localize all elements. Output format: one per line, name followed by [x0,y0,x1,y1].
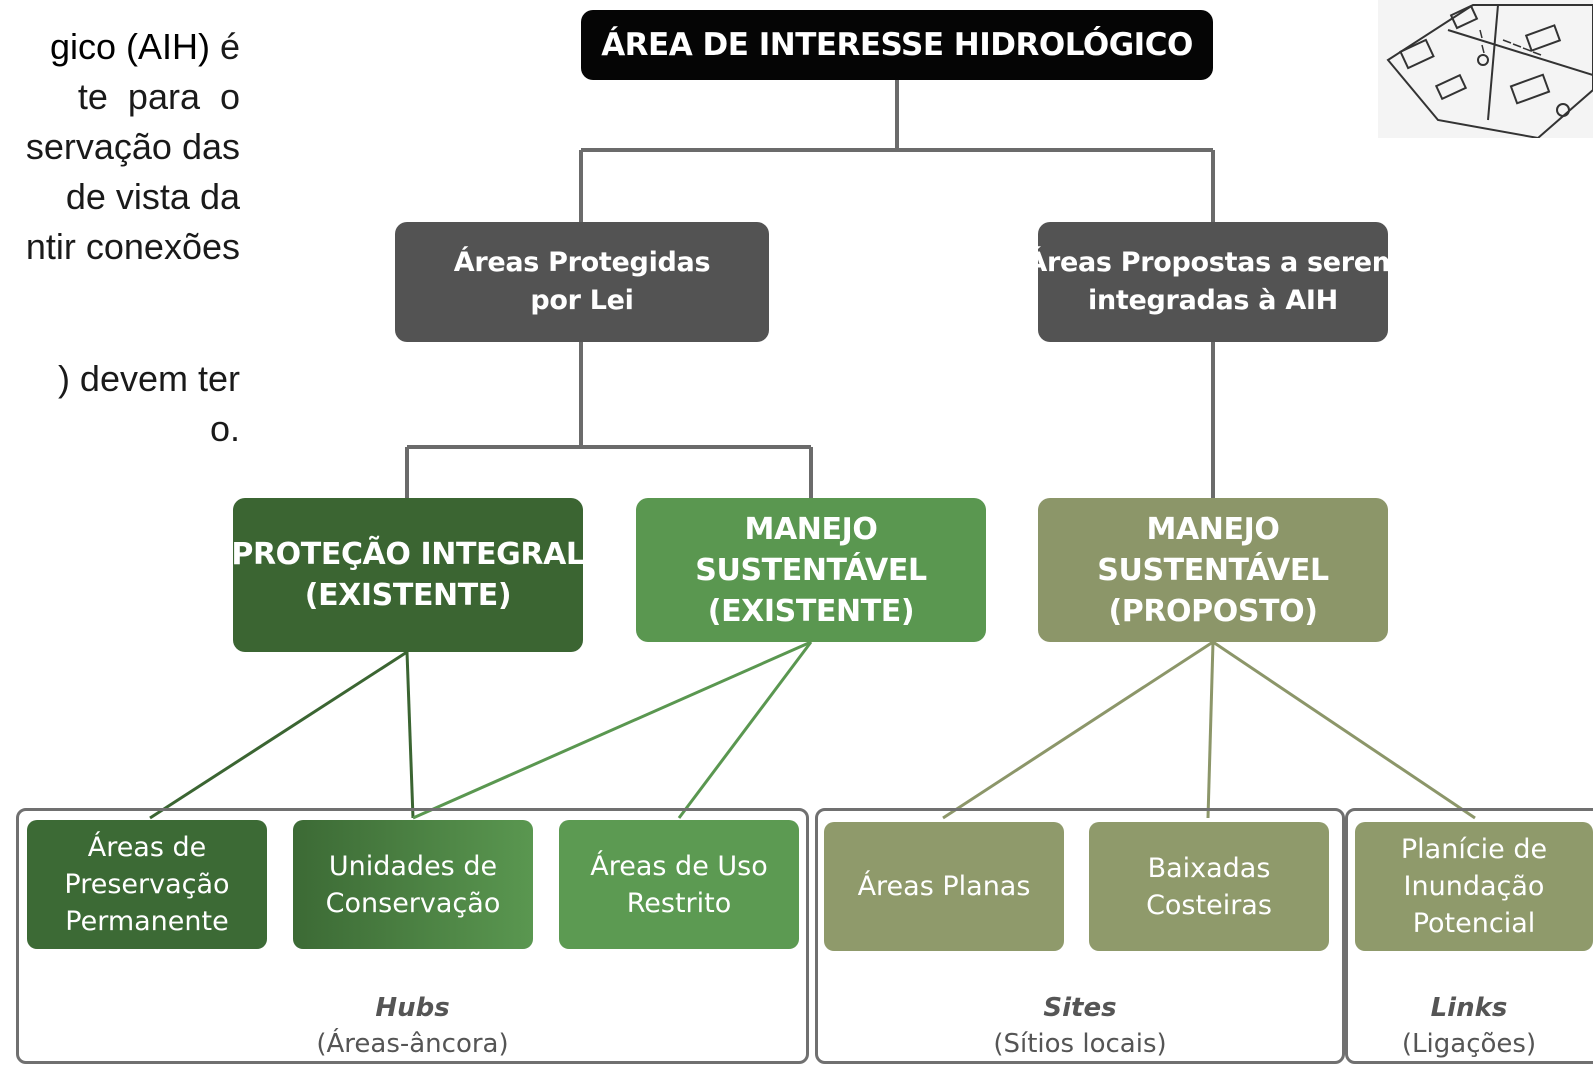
side-line: gico (AIH) é [49,26,240,67]
side-line: te para o [77,76,240,117]
side-line: de vista da [65,176,240,217]
side-paragraph: gico (AIH) é te para o servação das de v… [0,22,240,454]
leaf-label: Conservação [325,887,501,919]
group-hubs-frame [16,808,809,1064]
root-node: ÁREA DE INTERESSE HIDROLÓGICO [581,10,1213,80]
group-sites-label: Sites (Sítios locais) [815,990,1345,1062]
leaf-label: Áreas de Uso [590,850,768,882]
leaf-label: Unidades de [328,850,498,882]
node-label: (PROPOSTO) [1108,593,1318,629]
connector-pi-app [149,650,408,820]
side-line: servação das [25,126,240,167]
leaf-areas-preservacao-permanente: Áreas de Preservação Permanente [27,820,267,949]
leaf-label: Permanente [65,906,229,937]
leaf-label: Restrito [626,887,732,919]
node-label: (EXISTENTE) [304,578,512,613]
node-label: PROTEÇÃO INTEGRAL [231,537,585,572]
node-manejo-existente: MANEJO SUSTENTÁVEL (EXISTENTE) [636,498,986,642]
connector-protegidas [405,340,813,498]
leaf-areas-uso-restrito: Áreas de Uso Restrito [559,820,799,949]
node-label: (EXISTENTE) [707,593,915,629]
connector-pi-uc [405,651,415,819]
leaf-areas-planas: Áreas Planas [824,822,1064,951]
connector-ms-uc [412,640,812,820]
leaf-label: Planície de [1400,834,1548,865]
group-links-frame [1345,808,1593,1064]
node-label: MANEJO [744,511,878,547]
node-label: integradas à AIH [1088,285,1338,316]
connector-msp-planicie [1212,640,1476,820]
group-name: Sites [1043,993,1117,1023]
node-label: por Lei [530,285,634,316]
group-sites-frame [815,808,1345,1064]
node-label: Áreas Protegidas [453,247,711,278]
leaf-label: Áreas de [87,832,207,863]
connector-msp-planas [942,640,1214,820]
group-sub: (Sítios locais) [993,1029,1167,1059]
connector-root [579,80,1215,222]
node-label: Áreas Propostas a serem [1026,247,1400,278]
leaf-label: Preservação [64,869,230,900]
leaf-planicie-inundacao: Planície de Inundação Potencial [1355,822,1593,951]
node-areas-protegidas: Áreas Protegidas por Lei [395,222,769,342]
node-label: SUSTENTÁVEL [695,552,927,588]
leaf-label: Inundação [1403,871,1545,902]
connector-ms-aur [677,641,813,819]
city-street-sketch-icon [1378,0,1593,138]
node-label: MANEJO [1146,511,1280,547]
leaf-label: Potencial [1412,908,1536,939]
leaf-label: Baixadas [1147,852,1271,884]
root-label: ÁREA DE INTERESSE HIDROLÓGICO [601,27,1193,63]
node-manejo-proposto: MANEJO SUSTENTÁVEL (PROPOSTO) [1038,498,1388,642]
node-label: SUSTENTÁVEL [1097,552,1329,588]
group-sub: (Áreas-âncora) [316,1029,509,1059]
leaf-label: Costeiras [1146,889,1272,921]
group-hubs-label: Hubs (Áreas-âncora) [16,990,809,1062]
side-line: ) devem ter [57,358,240,399]
group-name: Links [1430,993,1508,1023]
group-sub: (Ligações) [1401,1029,1537,1059]
node-areas-propostas: Áreas Propostas a serem integradas à AIH [1026,222,1400,342]
side-line: o. [209,408,240,449]
group-links-label: Links (Ligações) [1345,990,1593,1062]
side-line: ntir conexões [25,226,240,267]
leaf-label: Áreas Planas [857,871,1031,902]
connector-msp-baixadas [1206,641,1215,819]
group-name: Hubs [375,993,450,1023]
leaf-unidades-conservacao: Unidades de Conservação [293,820,533,949]
leaf-baixadas-costeiras: Baixadas Costeiras [1089,822,1329,951]
node-protecao-integral: PROTEÇÃO INTEGRAL (EXISTENTE) [231,498,585,652]
